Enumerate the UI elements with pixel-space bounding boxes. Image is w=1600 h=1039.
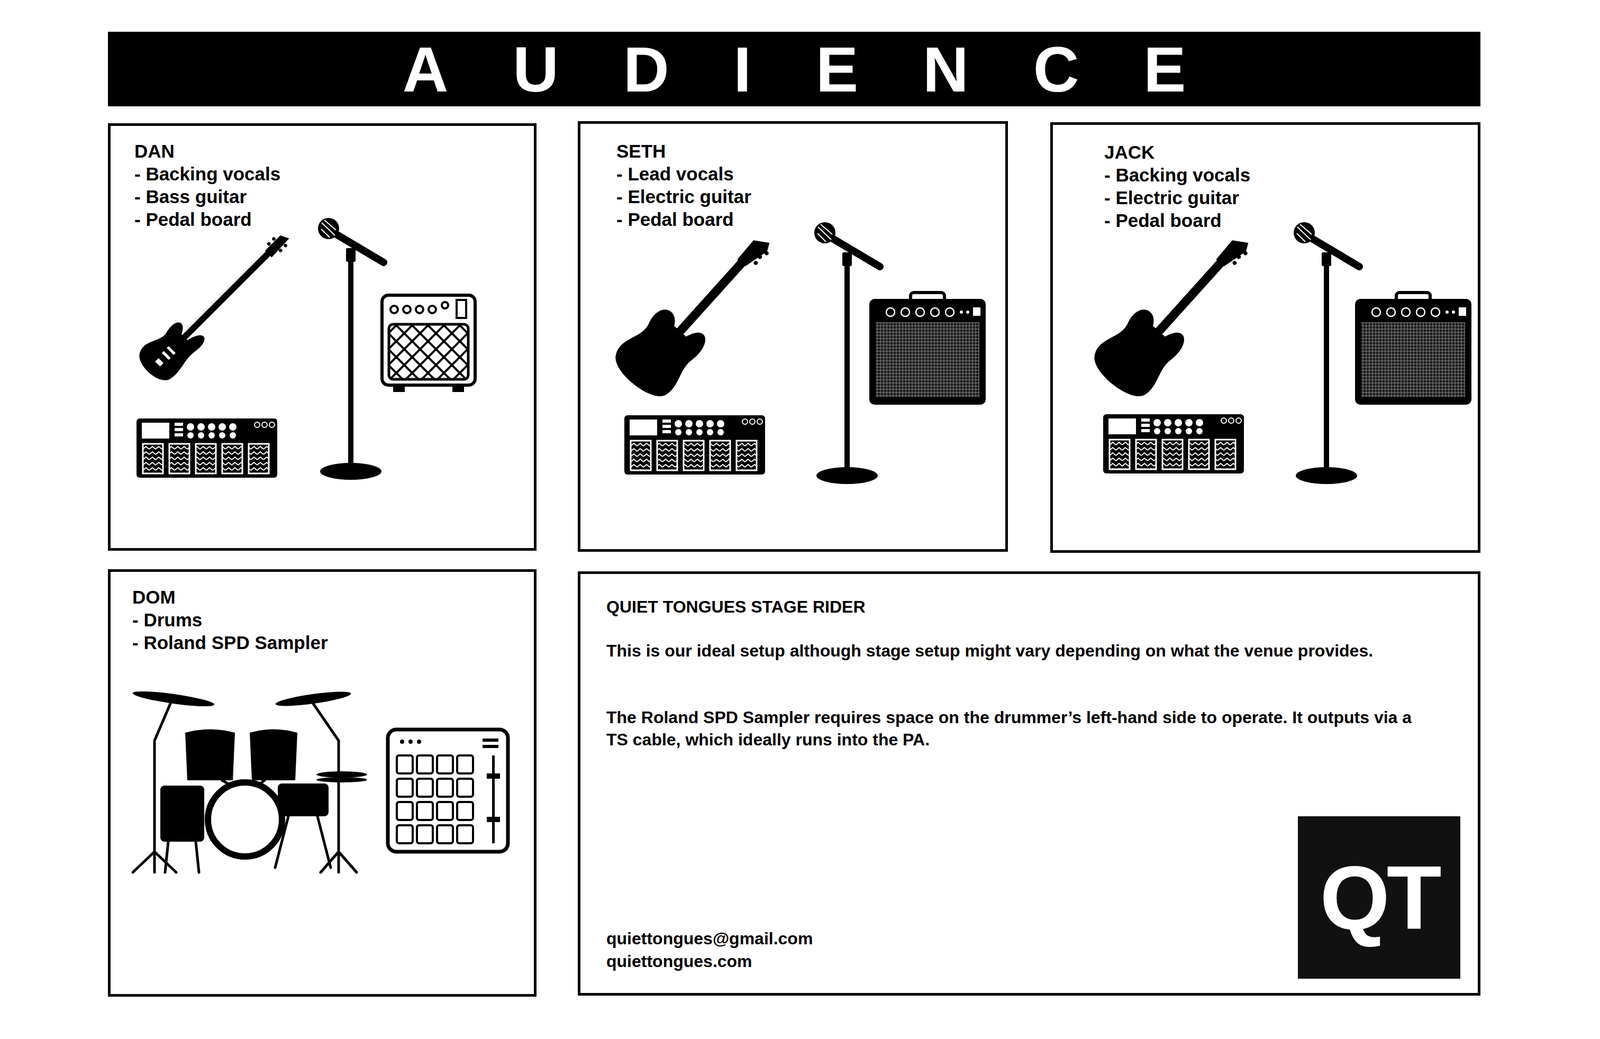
musician-box: JACK- Backing vocals- Electric guitar- P… (1050, 122, 1481, 553)
musician-box: DAN- Backing vocals- Bass guitar- Pedal … (107, 123, 537, 551)
musician-text: - Pedal board (616, 207, 734, 231)
rider-text: The Roland SPD Sampler requires space on… (606, 706, 1432, 751)
musician-text: - Backing vocals (1104, 163, 1251, 187)
musician-text: - Electric guitar (1104, 186, 1240, 209)
musician-text: SETH (616, 139, 666, 163)
logo-box: QT (1297, 816, 1461, 979)
musician-text: - Pedal board (1104, 208, 1222, 232)
rider-text: This is our ideal setup although stage s… (606, 639, 1432, 662)
musician-box: SETH- Lead vocals- Electric guitar- Peda… (577, 121, 1008, 552)
musician-text: DOM (132, 585, 176, 609)
musician-box: DOM- Drums- Roland SPD Sampler (107, 569, 537, 997)
musician-text: - Drums (132, 608, 203, 632)
rider-text: QUIET TONGUES STAGE RIDER (606, 595, 1432, 618)
rider-box: QUIET TONGUES STAGE RIDER This is our ide… (577, 571, 1481, 996)
musician-text: - Electric guitar (616, 185, 752, 208)
logo-text: QT (1319, 852, 1439, 943)
audience-band: AUDIENCE (107, 31, 1481, 107)
musician-text: - Pedal board (134, 207, 252, 231)
musician-text: DAN (134, 139, 175, 163)
musician-text: - Bass guitar (134, 185, 247, 208)
musician-text: JACK (1104, 140, 1155, 164)
musician-text: - Lead vocals (616, 162, 734, 186)
musician-text: - Backing vocals (134, 162, 281, 186)
band-title: AUDIENCE (338, 37, 1251, 102)
musician-text: - Roland SPD Sampler (132, 631, 329, 654)
